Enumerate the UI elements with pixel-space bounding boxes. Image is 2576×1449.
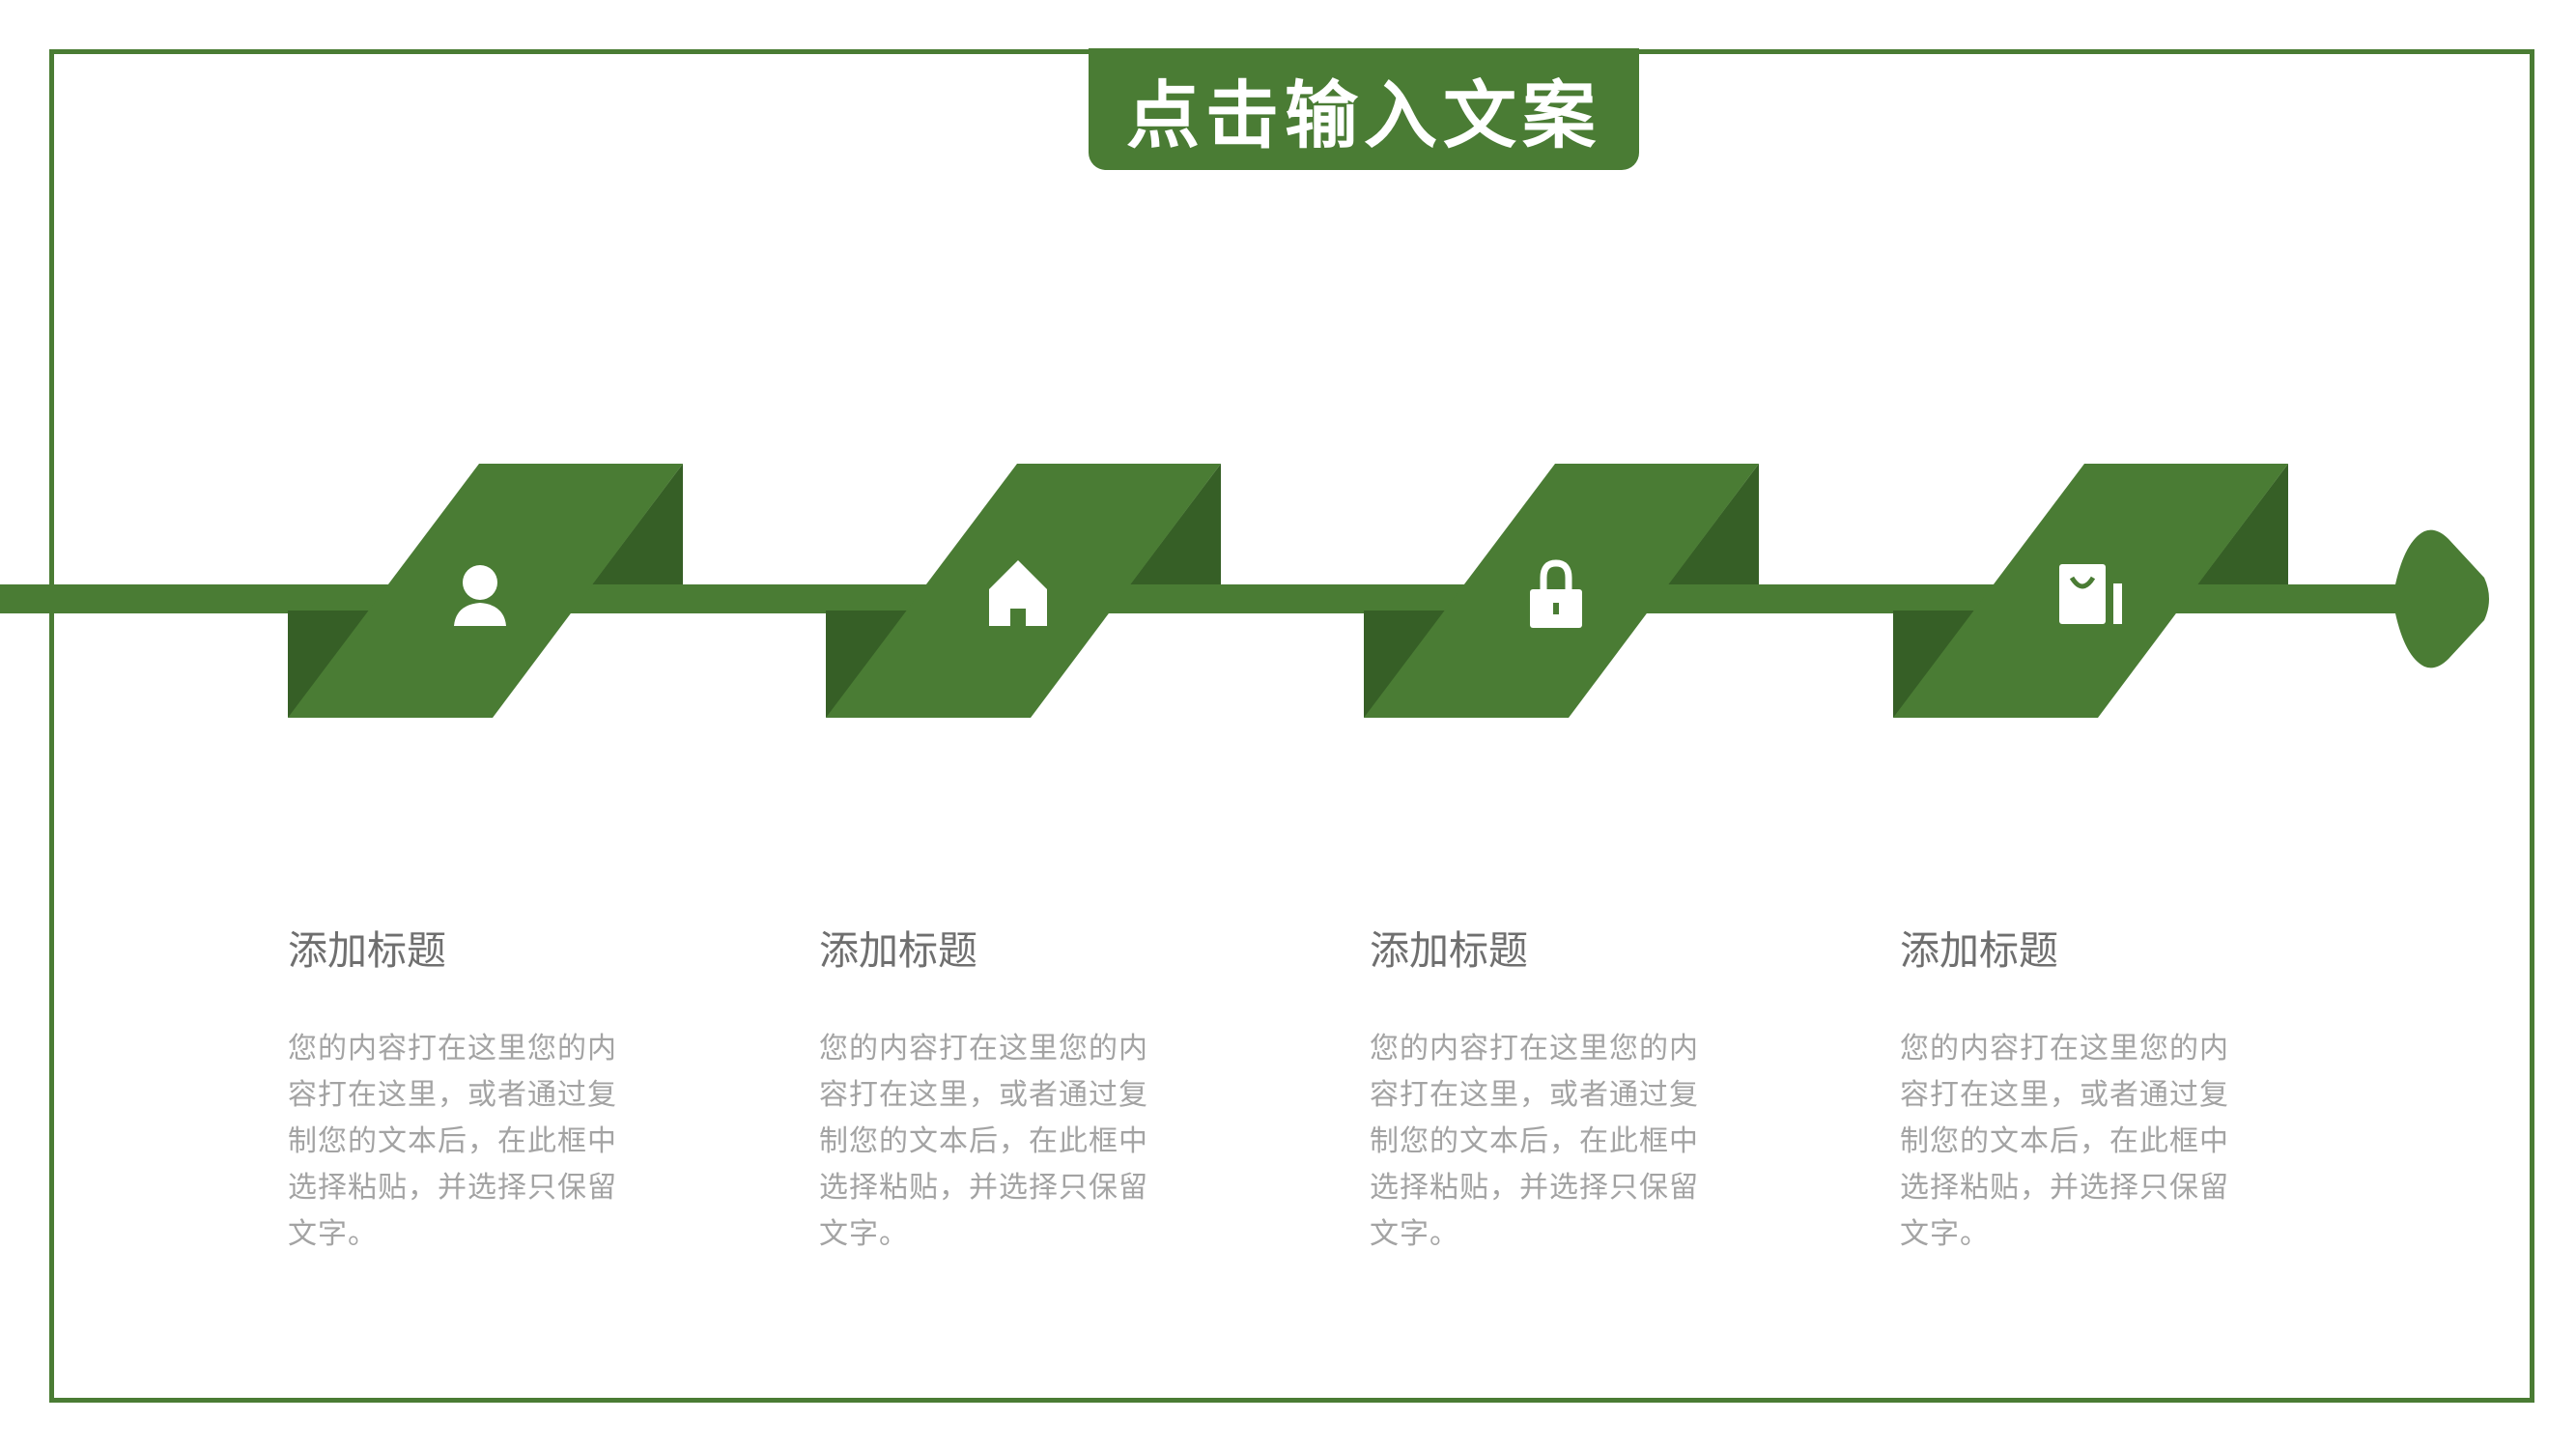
step-description[interactable]: 您的内容打在这里您的内 容打在这里，或者通过复 制您的文本后，在此框中 选择粘贴… (1900, 1032, 2229, 1251)
step-column-4: 添加标题 您的内容打在这里您的内 容打在这里，或者通过复 制您的文本后，在此框中… (1900, 918, 2267, 1258)
step-description[interactable]: 您的内容打在这里您的内 容打在这里，或者通过复 制您的文本后，在此框中 选择粘贴… (288, 1032, 617, 1251)
step-title[interactable]: 添加标题 (1370, 927, 1528, 974)
step-title[interactable]: 添加标题 (1900, 927, 2058, 974)
step-title[interactable]: 添加标题 (288, 927, 446, 974)
step-description[interactable]: 您的内容打在这里您的内 容打在这里，或者通过复 制您的文本后，在此框中 选择粘贴… (819, 1032, 1148, 1251)
step-title[interactable]: 添加标题 (819, 927, 977, 974)
step-column-3: 添加标题 您的内容打在这里您的内 容打在这里，或者通过复 制您的文本后，在此框中… (1370, 918, 1737, 1258)
step-column-2: 添加标题 您的内容打在这里您的内 容打在这里，或者通过复 制您的文本后，在此框中… (819, 918, 1186, 1258)
step-marker-3[interactable] (1364, 464, 1759, 718)
title-tab[interactable]: 点击输入文案 (1089, 48, 1639, 170)
step-marker-2[interactable] (826, 464, 1221, 718)
step-marker-1[interactable] (288, 464, 683, 718)
step-column-1: 添加标题 您的内容打在这里您的内 容打在这里，或者通过复 制您的文本后，在此框中… (288, 918, 655, 1258)
page-title[interactable]: 点击输入文案 (1126, 72, 1601, 158)
step-description[interactable]: 您的内容打在这里您的内 容打在这里，或者通过复 制您的文本后，在此框中 选择粘贴… (1370, 1032, 1699, 1251)
content-frame: 点击输入文案 (49, 48, 2534, 1403)
lock-icon (1530, 559, 1582, 628)
step-marker-4[interactable] (1893, 464, 2288, 718)
arrow-head-icon (2395, 529, 2489, 668)
shopping-bag-icon (2059, 564, 2122, 624)
person-icon (454, 565, 506, 626)
home-icon (989, 560, 1047, 626)
